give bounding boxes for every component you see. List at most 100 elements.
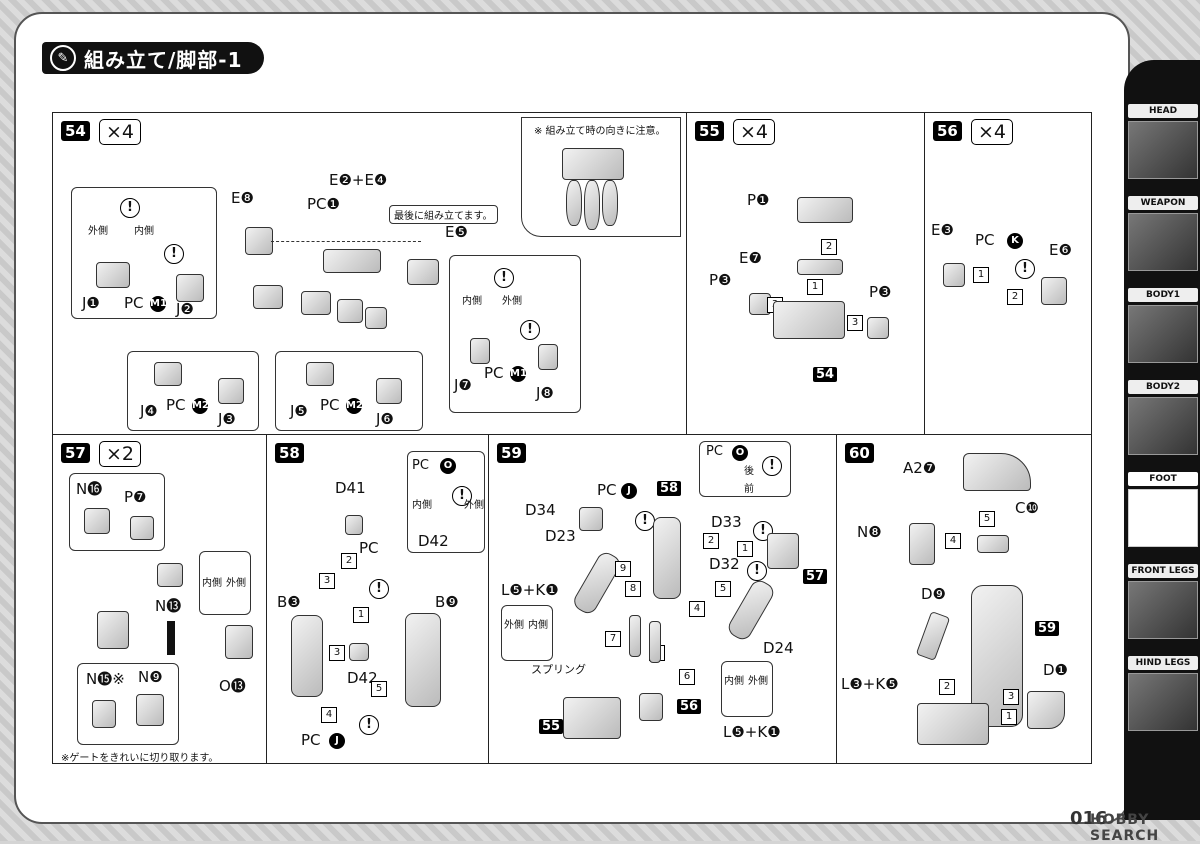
part-p7 [130, 516, 154, 540]
label-pc-j: PC [597, 481, 617, 499]
side-label-in: 内側 [134, 226, 154, 237]
part-e6 [1041, 277, 1067, 305]
foot-thumbnail [1128, 489, 1198, 547]
part-spring-pin-1 [629, 615, 641, 657]
part-b9 [405, 613, 441, 707]
warning-icon: ! [359, 715, 379, 735]
multiplier: ×4 [99, 119, 142, 145]
body1-thumbnail [1128, 305, 1198, 363]
part-e8 [245, 227, 273, 255]
label-pc: PC [412, 458, 429, 473]
part-frame [97, 611, 129, 649]
order-step-6: 6 [679, 669, 695, 685]
label-c10: C❿ [1015, 499, 1039, 517]
nav-item-front-legs[interactable]: FRONT LEGS [1128, 564, 1198, 642]
part-c10 [977, 535, 1009, 553]
label-j8: J❽ [536, 384, 554, 402]
label-n15: N⓯※ [86, 670, 125, 688]
label-j2: J❷ [176, 300, 194, 318]
label-n13: N⓭ [155, 597, 182, 615]
part-p3-right [867, 317, 889, 339]
part-j6 [376, 378, 402, 404]
label-e3: E❸ [931, 221, 954, 239]
assemble-last-note: 最後に組み立てます。 [389, 205, 498, 224]
subassembly-box-n15-n9: N⓯※ N❾ [77, 663, 179, 745]
warning-icon: ! [120, 198, 140, 218]
part-leg-frame [653, 517, 681, 599]
spring-label: スプリング [531, 663, 586, 676]
label-j6: J❻ [376, 410, 394, 428]
label-e7: E❼ [739, 249, 762, 267]
part-a2 [963, 453, 1031, 491]
body2-thumbnail [1128, 397, 1198, 455]
part-joint-4 [365, 307, 387, 329]
label-p1: P❶ [747, 191, 770, 209]
label-pc-o: PC [359, 539, 379, 557]
part-d41 [345, 515, 363, 535]
pc-o-detail-box: PC O 後 前 ! [699, 441, 791, 497]
ref-step-55: 55 [539, 719, 564, 734]
pc-m1-badge: M1 [150, 296, 167, 312]
nav-label: HEAD [1128, 104, 1198, 118]
page-title-bar: ✎ 組み立て/脚部-1 [42, 42, 264, 74]
subassembly-box-j4-j3: J❹ PC M2 J❸ [127, 351, 259, 431]
order-step-7: 7 [605, 631, 621, 647]
order-step-4: 4 [689, 601, 705, 617]
hind-legs-thumbnail [1128, 673, 1198, 731]
side-label-out: 外側 [748, 676, 768, 687]
part-step55-assembly [563, 697, 621, 739]
part-d1 [1027, 691, 1065, 729]
pc-detail-box: PC O ! 内側 外側 D42 [407, 451, 485, 553]
side-label-in: 内側 [528, 620, 548, 631]
label-j1: J❶ [82, 294, 100, 312]
pc-o-badge: O [732, 445, 748, 461]
label-pc1: PC❶ [307, 195, 340, 213]
part-d42 [349, 643, 369, 661]
label-d24: D24 [763, 639, 794, 657]
pc-m2-badge: M2 [192, 398, 209, 414]
nav-label: BODY2 [1128, 380, 1198, 394]
nav-item-weapon[interactable]: WEAPON [1128, 196, 1198, 274]
nav-item-head[interactable]: HEAD [1128, 104, 1198, 182]
side-label-out: 外側 [226, 578, 246, 589]
front-legs-thumbnail [1128, 581, 1198, 639]
nav-item-foot[interactable]: FOOT [1128, 472, 1198, 550]
side-indicator-box: 内側 外側 [199, 551, 251, 615]
step-54-panel: 54 ×4 ※ 組み立て時の向きに注意。 外側 内側 ! ! J❶ PC M1 … [53, 113, 687, 435]
label-e6: E❻ [1049, 241, 1072, 259]
order-step-3: 3 [319, 573, 335, 589]
warning-icon: ! [747, 561, 767, 581]
nav-item-body2[interactable]: BODY2 [1128, 380, 1198, 458]
order-step-8: 8 [625, 581, 641, 597]
label-e5: E❺ [445, 223, 468, 241]
orientation-note: ※ 組み立て時の向きに注意。 [534, 126, 666, 137]
warning-icon: ! [520, 320, 540, 340]
nav-label: BODY1 [1128, 288, 1198, 302]
assembly-line [271, 241, 421, 242]
part-claw-assembly [773, 301, 845, 339]
claw-part-illustration [562, 148, 624, 180]
label-j3: J❸ [218, 410, 236, 428]
ref-step-57: 57 [803, 569, 828, 584]
nav-label: FOOT [1128, 472, 1198, 486]
label-d1: D❶ [1043, 661, 1068, 679]
direction-rear: 後 [744, 466, 754, 477]
ref-step-56: 56 [677, 699, 702, 714]
multiplier: ×4 [971, 119, 1014, 145]
part-e5 [407, 259, 439, 285]
section-nav: HEAD WEAPON BODY1 BODY2 FOOT FRONT LEGS … [1124, 60, 1200, 820]
nav-item-hind-legs[interactable]: HIND LEGS [1128, 656, 1198, 734]
label-d9: D❾ [921, 585, 946, 603]
step-60-panel: 60 A2❼ 5 N❽ 4 C❿ D❾ 59 L❸+K❺ 2 3 1 D❶ [837, 435, 1091, 763]
label-e2-e4: E❷+E❹ [329, 171, 388, 189]
subassembly-box-j7-j8: ! 内側 外側 ! J❼ PC M1 J❽ [449, 255, 581, 413]
label-d42: D42 [418, 532, 449, 550]
pc-k-badge: K [1007, 233, 1023, 249]
label-pc: PC [320, 396, 340, 414]
nav-item-body1[interactable]: BODY1 [1128, 288, 1198, 366]
step-number: 57 [61, 443, 90, 463]
step-number: 59 [497, 443, 526, 463]
label-d33: D33 [711, 513, 742, 531]
head-thumbnail [1128, 121, 1198, 179]
part-e3 [943, 263, 965, 287]
